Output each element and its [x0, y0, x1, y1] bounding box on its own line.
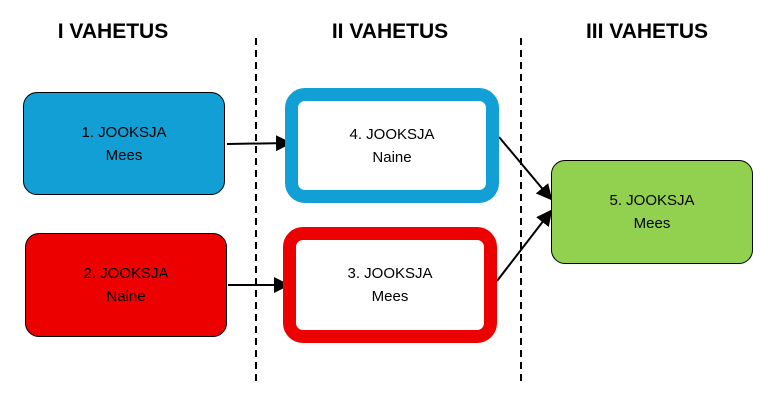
runner-gender: Mees: [105, 146, 143, 164]
runner-box-1: 1. JOOKSJA Mees: [23, 92, 225, 195]
runner-box-5: 5. JOOKSJA Mees: [551, 160, 753, 264]
runner-box-3: 3. JOOKSJA Mees: [283, 227, 497, 343]
runner-title: 5. JOOKSJA: [609, 192, 695, 209]
runner-title: 2. JOOKSJA: [83, 265, 169, 282]
runner-title: 3. JOOKSJA: [347, 265, 433, 282]
runner-title: 4. JOOKSJA: [349, 125, 435, 143]
arrow-4-to-5: [498, 136, 553, 201]
runner-title: 1. JOOKSJA: [81, 123, 167, 141]
heading-stage-2: II VAHETUS: [331, 20, 449, 43]
runner-gender: Naine: [106, 288, 146, 305]
heading-stage-3: III VAHETUS: [585, 20, 709, 43]
runner-gender: Naine: [372, 148, 412, 166]
runner-box-4: 4. JOOKSJA Naine: [285, 88, 499, 203]
arrow-3-to-5: [496, 209, 553, 282]
runner-gender: Mees: [371, 288, 409, 305]
heading-stage-1: I VAHETUS: [57, 20, 169, 43]
runner-box-2: 2. JOOKSJA Naine: [25, 233, 227, 337]
arrow-1-to-4: [226, 135, 292, 152]
runner-gender: Mees: [633, 215, 671, 232]
